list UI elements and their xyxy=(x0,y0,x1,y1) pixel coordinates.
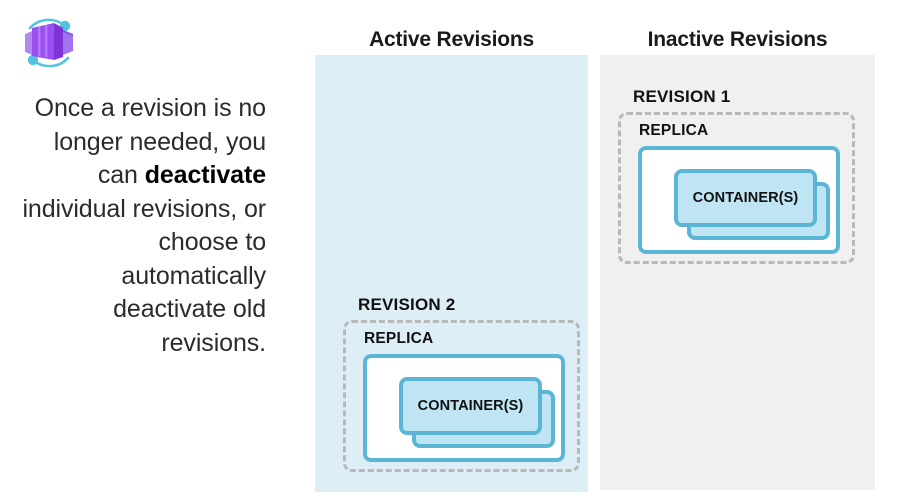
description-paragraph: Once a revision is no longer needed, you… xyxy=(8,92,266,360)
revision-1-label: REVISION 1 xyxy=(633,87,731,106)
active-revisions-heading: Active Revisions xyxy=(369,28,534,51)
description-emphasis: deactivate xyxy=(144,161,266,189)
inactive-revisions-panel: REVISION 1 REPLICA CONTAINER(S) xyxy=(600,55,875,490)
left-column: Once a revision is no longer needed, you… xyxy=(0,0,290,501)
revision-2-container-front: CONTAINER(S) xyxy=(399,377,542,435)
revision-1-container-label: CONTAINER(S) xyxy=(692,190,799,206)
revision-1-replica-box: CONTAINER(S) xyxy=(638,146,840,254)
revision-1-boundary: REPLICA CONTAINER(S) xyxy=(618,112,855,264)
azure-container-apps-logo xyxy=(18,14,80,72)
revision-1-replica-label: REPLICA xyxy=(639,122,709,139)
revision-2-boundary: REPLICA CONTAINER(S) xyxy=(343,320,580,472)
inactive-revisions-heading: Inactive Revisions xyxy=(647,28,828,51)
revision-2-container-label: CONTAINER(S) xyxy=(417,398,524,414)
revision-1-container-front: CONTAINER(S) xyxy=(674,169,817,227)
revision-2-replica-label: REPLICA xyxy=(364,330,434,347)
description-part-1: Once a revision is no longer needed, you… xyxy=(34,94,266,189)
revision-card-1[interactable]: REVISION 1 REPLICA CONTAINER(S) xyxy=(618,87,865,269)
revision-2-replica-box: CONTAINER(S) xyxy=(363,354,565,462)
active-revisions-panel: REVISION 2 REPLICA CONTAINER(S) xyxy=(315,55,588,492)
revision-2-label: REVISION 2 xyxy=(358,295,456,314)
description-part-2: individual revisions, or choose to autom… xyxy=(22,194,266,357)
revision-card-2[interactable]: REVISION 2 REPLICA CONTAINER(S) xyxy=(343,295,590,477)
